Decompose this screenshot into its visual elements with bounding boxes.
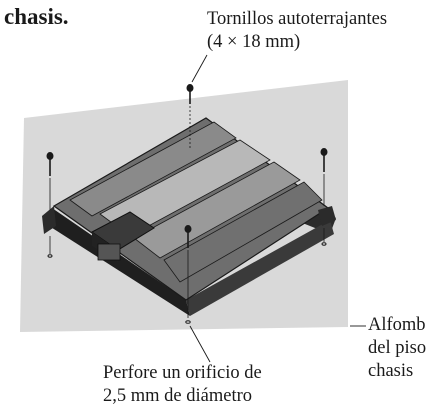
- screw-left: [46, 152, 54, 258]
- screws-label: Tornillos autoterrajantes (4 × 18 mm): [207, 8, 387, 54]
- carpet-label-line3: chasis: [368, 361, 414, 381]
- screw-top: [186, 84, 194, 150]
- drill-hole-leader-line: [189, 325, 211, 363]
- terminal-block: [97, 243, 121, 261]
- screws-label-line2: (4 × 18 mm): [207, 32, 301, 52]
- heatsink-ridge-1: [69, 121, 237, 217]
- amplifier-side-face: [186, 220, 334, 316]
- mounting-flange-right: [318, 206, 336, 226]
- drill-hole-label-line1: Perfore un orificio de: [103, 363, 262, 383]
- heatsink-ridge-3: [133, 161, 301, 259]
- heatsink-ridge-4: [163, 181, 323, 283]
- drill-hole-label: Perfore un orificio de 2,5 mm de diámetr…: [103, 362, 262, 408]
- heading-fragment: chasis.: [4, 4, 69, 29]
- carpet-label-line2: del piso: [368, 338, 427, 358]
- screw-right: [320, 148, 328, 246]
- carpet-label: Alfomb del piso chasis: [368, 314, 426, 383]
- mounting-flange-left: [42, 206, 56, 234]
- screw-front: [184, 225, 192, 324]
- drill-hole-label-line2: 2,5 mm de diámetro: [103, 386, 252, 406]
- screws-label-line1: Tornillos autoterrajantes: [207, 9, 388, 29]
- screws-leader-line: [191, 54, 208, 83]
- carpet-label-line1: Alfomb: [368, 315, 426, 335]
